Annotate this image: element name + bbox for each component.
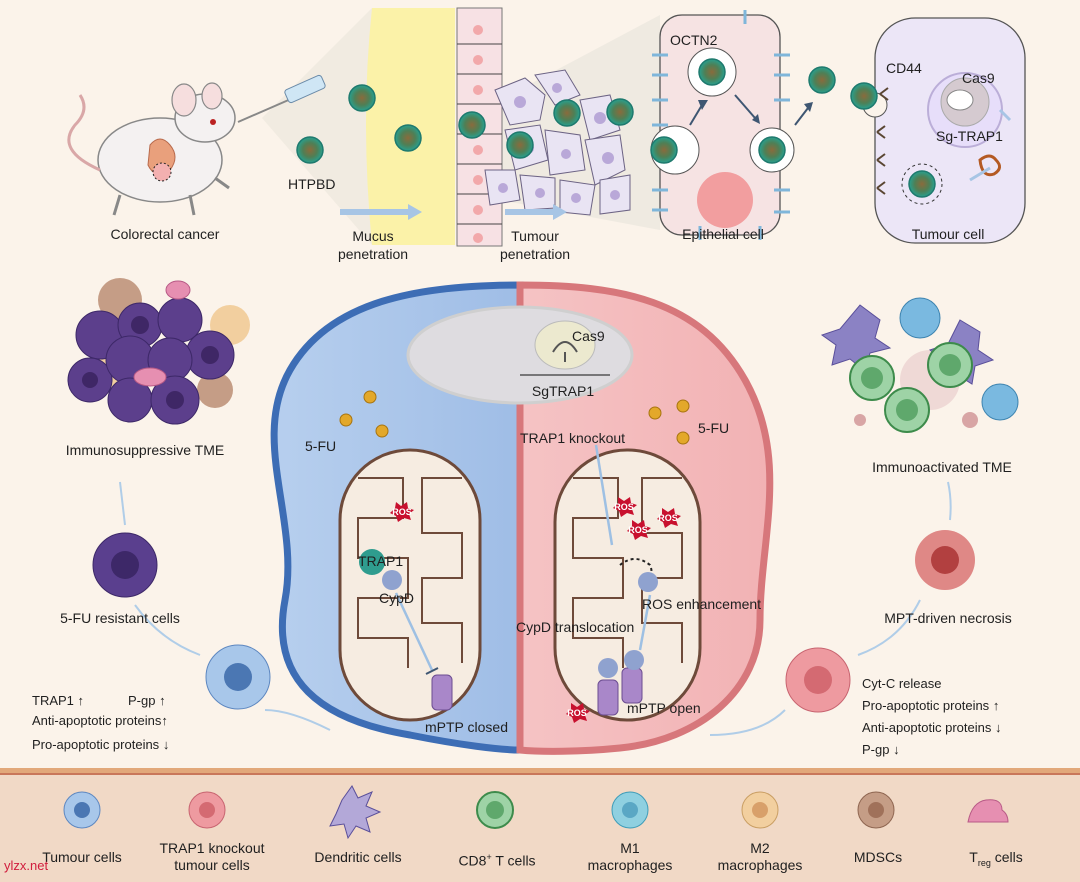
mitochondrion-left (338, 448, 482, 722)
legend-band (0, 775, 1080, 882)
cd44-label: CD44 (886, 60, 922, 76)
tumour-arrow-head (553, 204, 567, 220)
ros-enhancement-label: ROS enhancement (642, 596, 762, 612)
legend-cd8: CD8+ T cells (458, 852, 536, 869)
left-tumour-cell-icon (205, 644, 271, 710)
immunoactivated-label: Immunoactivated TME (872, 459, 1012, 475)
trap1-up-label: TRAP1 ↑ (32, 693, 85, 708)
immunoactivated-cluster (820, 297, 1019, 433)
necrosis-label: MPT-driven necrosis (884, 610, 1012, 626)
tumour-penetration-label: penetration (499, 246, 571, 262)
ros-badges (390, 497, 681, 723)
legend-dendritic: Dendritic cells (314, 849, 402, 865)
cypd-translocation-label: CypD translocation (516, 619, 635, 635)
cas9-label-center: Cas9 (572, 328, 605, 344)
legend-treg: Treg cells (969, 849, 1023, 868)
necrosis-cell-icon (915, 530, 975, 590)
pgp-down-label: P-gp ↓ (862, 742, 900, 757)
mptp-open-label: mPTP open (627, 700, 701, 716)
resistant-cell-icon (92, 532, 158, 598)
ros-text: ROS (658, 513, 678, 523)
5fu-molecules (339, 390, 690, 445)
anti-apoptotic-down-label: Anti-apoptotic proteins ↓ (862, 720, 1002, 735)
trap1-label: TRAP1 (358, 553, 404, 569)
right-ko-cell-icon (785, 647, 851, 713)
cypd-label: CypD (379, 590, 415, 606)
resistant-cells-label: 5-FU resistant cells (60, 610, 180, 626)
sgtrap1-label: SgTRAP1 (531, 383, 595, 399)
anti-apoptotic-up-label: Anti-apoptotic proteins↑ (32, 713, 168, 728)
nanoparticles (296, 58, 936, 198)
pgp-up-label: P-gp ↑ (128, 693, 166, 708)
htpbd-label: HTPBD (288, 176, 336, 192)
pro-apoptotic-down-label: Pro-apoptotic proteins ↓ (32, 737, 170, 752)
immunosuppressive-cluster (67, 278, 250, 425)
ros-text: ROS (392, 507, 412, 517)
mouse-illustration (67, 82, 236, 216)
immunosuppressive-label: Immunosuppressive TME (65, 442, 225, 458)
legend-icons (63, 785, 1009, 840)
syringe-icon (237, 74, 326, 123)
sg-trap1-label: Sg-TRAP1 (936, 128, 1003, 144)
octn2-label: OCTN2 (670, 32, 718, 48)
watermark: ylzx.net (4, 858, 49, 873)
colorectal-cancer-label: Colorectal cancer (110, 226, 220, 242)
mucus-arrow-head (408, 204, 422, 220)
trap1-knockout-label: TRAP1 knockout (520, 430, 626, 446)
flow-arrows (119, 481, 952, 736)
5fu-left-label: 5-FU (305, 438, 337, 454)
separator-line (0, 773, 1080, 775)
mucus-penetration-label: penetration (337, 246, 409, 262)
ros-text: ROS (567, 708, 587, 718)
pro-apoptotic-up-label: Pro-apoptotic proteins ↑ (862, 698, 1000, 713)
mucus-label: Mucus (352, 228, 394, 244)
tumour-label: Tumour (511, 228, 559, 244)
legend-mdscs: MDSCs (853, 849, 903, 865)
tumour-cell-label: Tumour cell (911, 226, 985, 242)
cas9-label-top: Cas9 (962, 70, 995, 86)
epithelial-cell (650, 10, 813, 240)
ros-text: ROS (628, 525, 648, 535)
tumour-cell-top (862, 17, 1026, 244)
epithelial-cell-label: Epithelial cell (682, 226, 764, 242)
ros-text: ROS (614, 502, 634, 512)
5fu-right-label: 5-FU (698, 420, 730, 436)
mitochondrion-right (553, 444, 702, 722)
separator-bar (0, 768, 1080, 773)
legend-tumour-cells: Tumour cells (42, 849, 122, 865)
cytc-release-label: Cyt-C release (862, 676, 942, 691)
mptp-closed-label: mPTP closed (425, 719, 508, 735)
